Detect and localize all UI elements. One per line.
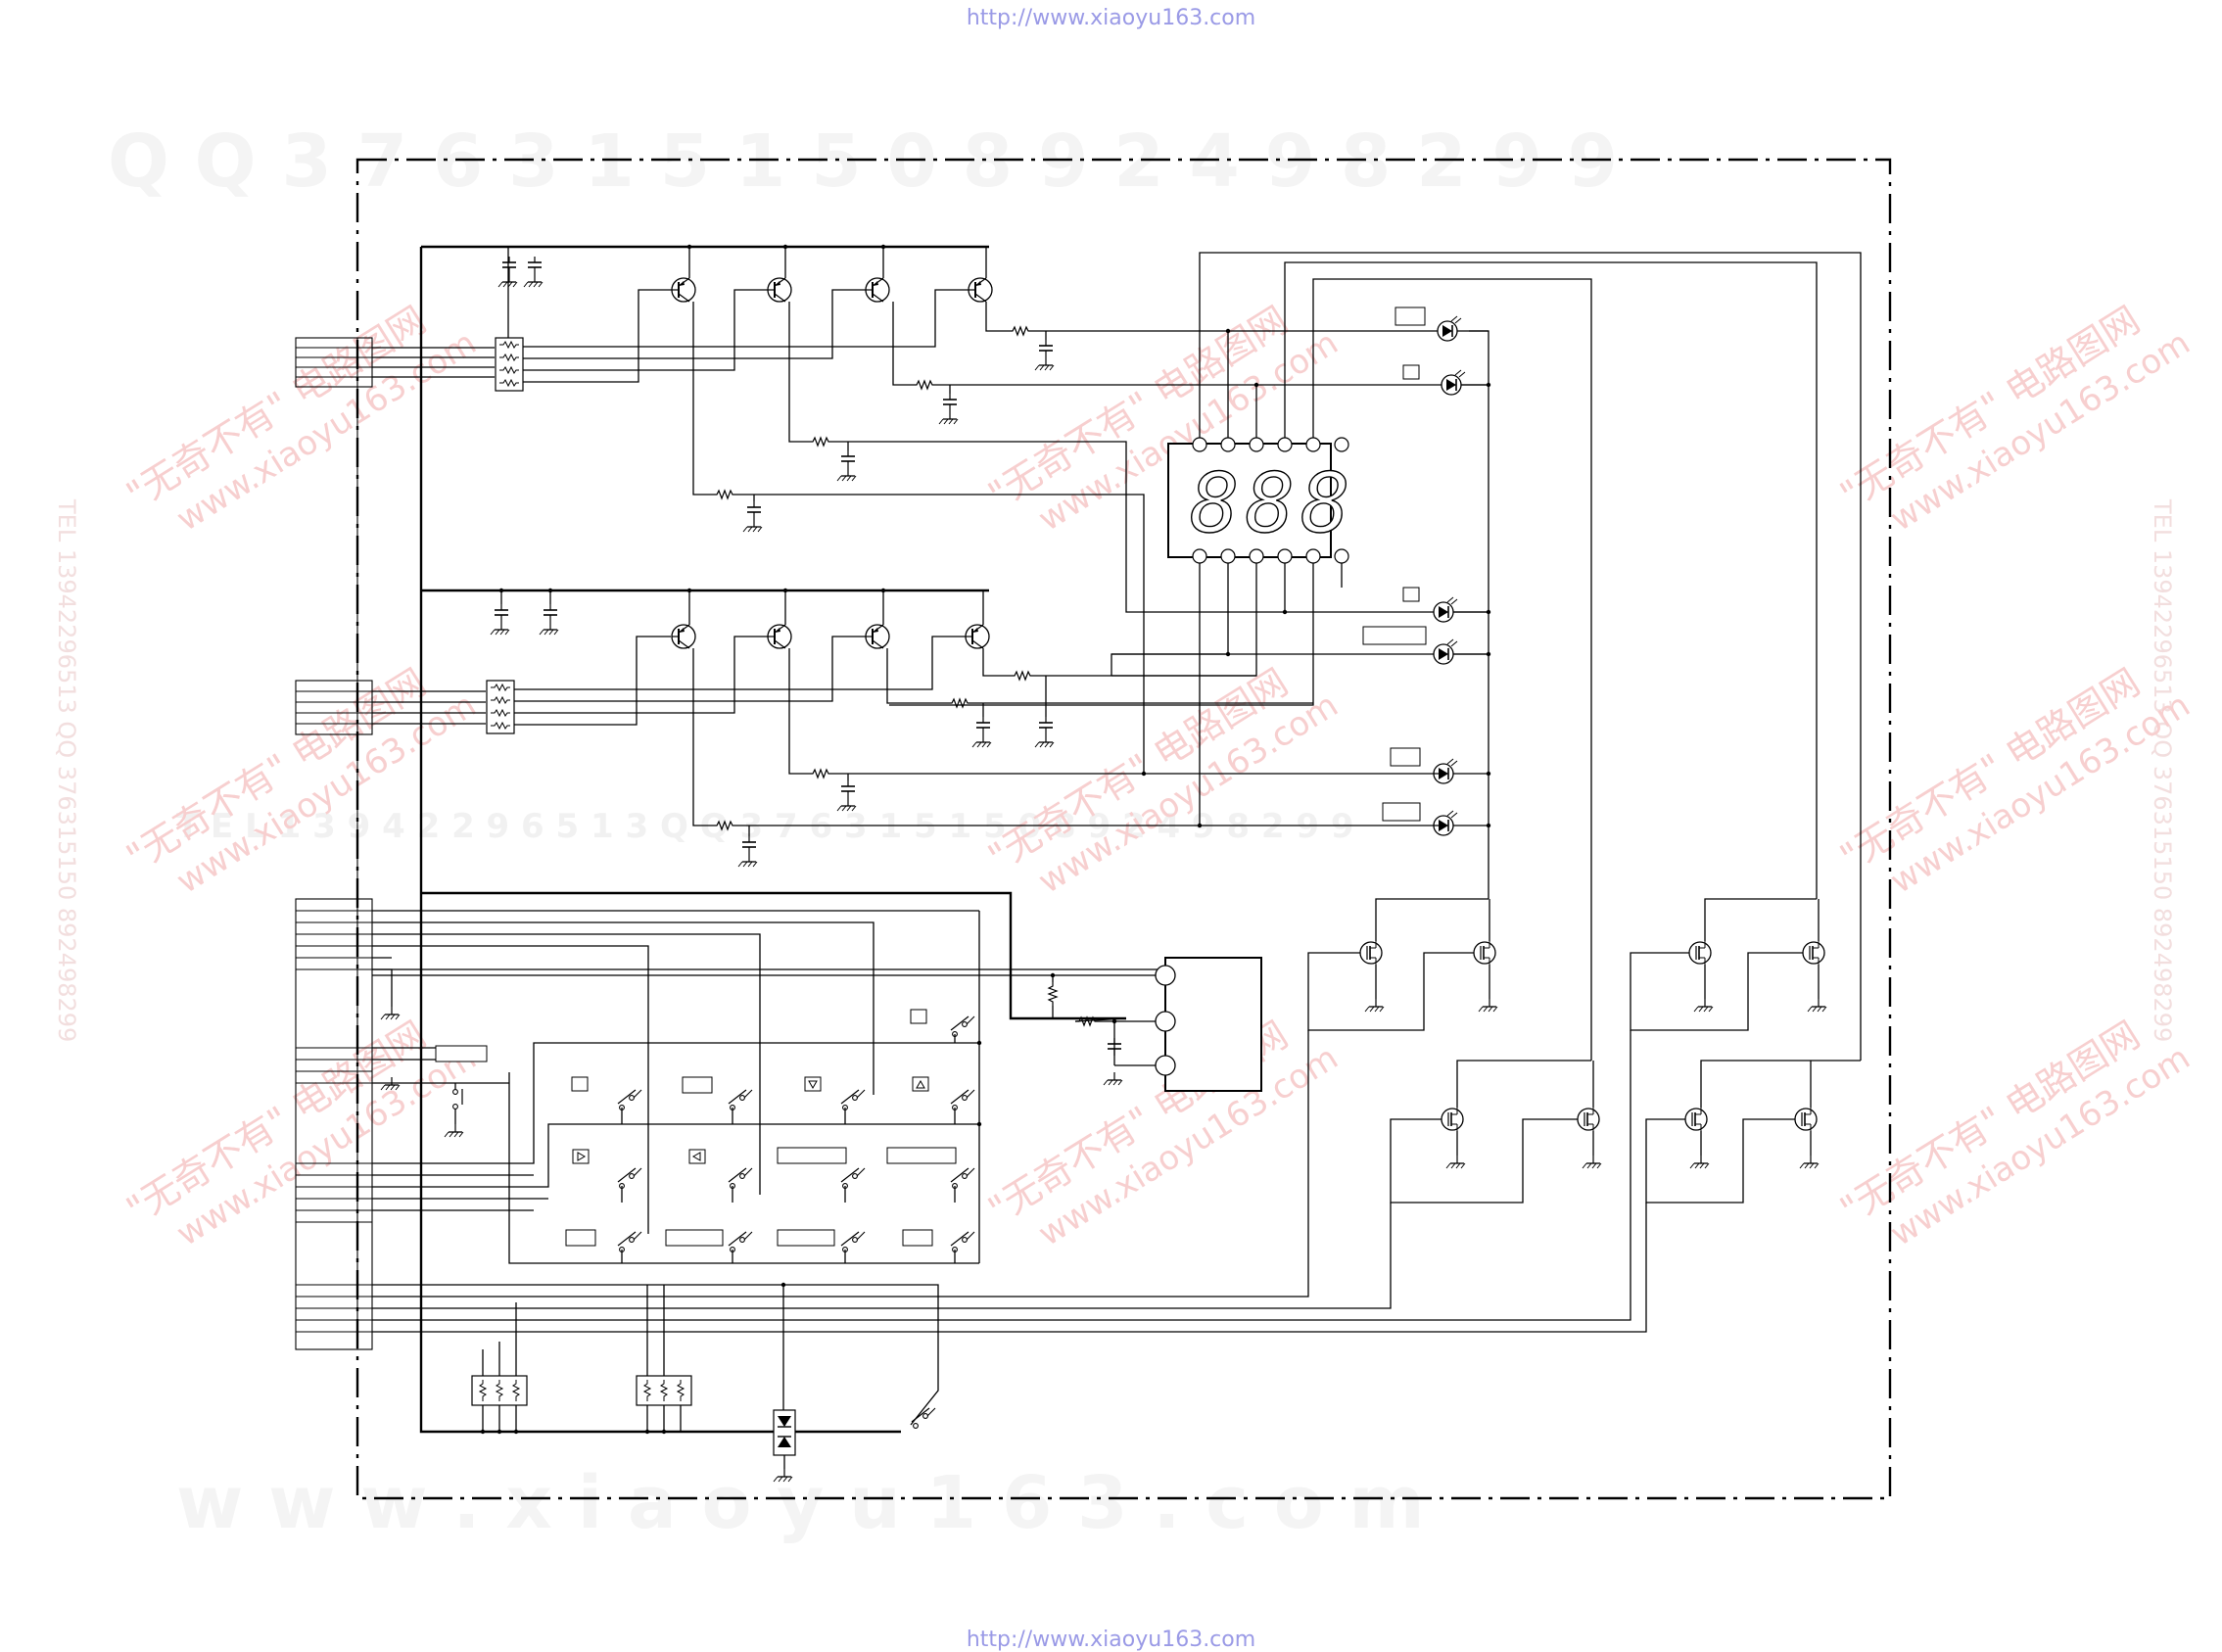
- watermark-tile: "无奇不有" 电路图网 www.xiaoyu163.com: [980, 660, 1345, 901]
- watermark-tile: "无奇不有" 电路图网 www.xiaoyu163.com: [118, 298, 483, 539]
- watermark-side-left: TEL 13942296513 QQ 376315150 892498299: [53, 498, 80, 1042]
- footer-url[interactable]: http://www.xiaoyu163.com: [966, 1628, 1256, 1652]
- watermark-tile: "无奇不有" 电路图网 www.xiaoyu163.com: [1832, 660, 2197, 901]
- led-indicators: [1362, 307, 1491, 899]
- watermark-top: Q Q 3 7 6 3 1 5 1 5 0 8 9 2 4 9 8 2 9 9: [108, 119, 1618, 204]
- power-rails: [419, 245, 1126, 1434]
- watermark-tile: "无奇不有" 电路图网 www.xiaoyu163.com: [1832, 298, 2197, 539]
- mosfet-array: [1307, 898, 1861, 1204]
- watermark-tile: "无奇不有" 电路图网 www.xiaoyu163.com: [118, 1013, 483, 1253]
- watermark-middle: T E L 1 3 9 4 2 2 9 6 5 1 3 Q Q 3 7 6 3 …: [176, 807, 1354, 846]
- watermark-tile: "无奇不有" 电路图网 www.xiaoyu163.com: [118, 660, 483, 901]
- key-matrix: [372, 910, 1165, 1264]
- board-outline: [355, 158, 1892, 1500]
- ir-receiver-module: [372, 957, 1262, 1092]
- gate-lines: [372, 1030, 1647, 1426]
- upper-driver-group: [372, 244, 1489, 774]
- connector-stack: [295, 337, 373, 1350]
- header-url[interactable]: http://www.xiaoyu163.com: [966, 6, 1256, 30]
- bottom-components: [471, 1282, 936, 1483]
- watermark-tile: "无奇不有" 电路图网 www.xiaoyu163.com: [1832, 1013, 2197, 1253]
- led-display-module: 888: [1167, 437, 1356, 564]
- watermark-tile: "无奇不有" 电路图网 www.xiaoyu163.com: [980, 1013, 1345, 1253]
- display-digits: 888: [1190, 455, 1356, 551]
- display-wiring: [889, 252, 1862, 1061]
- lower-driver-group: [372, 588, 1443, 868]
- watermark-side-right: TEL 13942296513 QQ 376315150 892498299: [2149, 498, 2176, 1042]
- watermark-bottom: w w w . x i a o y u 1 6 3 . c o m: [176, 1461, 1425, 1545]
